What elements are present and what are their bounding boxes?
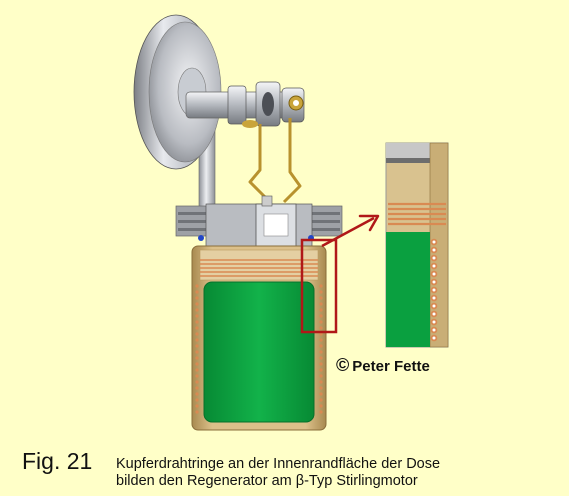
displacer (203, 281, 315, 423)
inset-dot (430, 326, 438, 334)
coil-dot (319, 374, 323, 378)
coil-dot (195, 404, 199, 408)
coil-dot (319, 296, 323, 300)
coil-dot (319, 338, 323, 342)
coil-dot (319, 302, 323, 306)
caption-line-1: Kupferdrahtringe an der Innenrandfläche … (116, 456, 441, 472)
coil-dot (195, 392, 199, 396)
inset-dot (430, 254, 438, 262)
figure-caption: Kupferdrahtringe an der Innenrandfläche … (116, 456, 440, 490)
coil-dot (319, 314, 323, 318)
coil-dot (195, 350, 199, 354)
inset-dot (430, 294, 438, 302)
inset-dot (430, 262, 438, 270)
copyright-author: Peter Fette (352, 358, 430, 375)
o-ring-left (198, 235, 204, 241)
coil-dot (195, 386, 199, 390)
coil-dot (195, 374, 199, 378)
coil-dot (319, 398, 323, 402)
inset-dot (430, 334, 438, 342)
coil-dot (319, 404, 323, 408)
coil-dot (319, 356, 323, 360)
connecting-rods (248, 118, 302, 204)
highlight-rectangle (300, 238, 338, 334)
inset-dot (430, 270, 438, 278)
can-cylinder (191, 245, 327, 431)
zoom-arrow (321, 214, 380, 248)
coil-dot (195, 326, 199, 330)
coil-dot (195, 380, 199, 384)
crankshaft (185, 81, 305, 128)
coil-dot (319, 308, 323, 312)
wall-coil-dots-right (319, 284, 323, 414)
coil-dot (319, 350, 323, 354)
coil-dot (319, 344, 323, 348)
power-piston (255, 195, 297, 247)
coil-dot (195, 308, 199, 312)
inset-dot (430, 286, 438, 294)
coil-dot (195, 296, 199, 300)
copyright-notice: ©Peter Fette (336, 355, 430, 376)
coil-dot (195, 398, 199, 402)
coil-dot (195, 356, 199, 360)
inset-wall-dots (430, 238, 438, 342)
inset-dot (430, 310, 438, 318)
coil-dot (195, 338, 199, 342)
coil-dot (195, 314, 199, 318)
coil-dot (319, 284, 323, 288)
zoom-inset (385, 142, 449, 348)
figure-number: Fig. 21 (22, 448, 93, 474)
coil-dot (195, 284, 199, 288)
inset-dot (430, 318, 438, 326)
caption-line-2: bilden den Regenerator am β-Typ Stirling… (116, 473, 418, 489)
coil-dot (319, 392, 323, 396)
coil-dot (195, 362, 199, 366)
coil-dot (319, 320, 323, 324)
wall-coil-dots-left (195, 284, 199, 414)
copper-regenerator-rings (200, 259, 318, 277)
coil-dot (195, 410, 199, 414)
copyright-symbol: © (336, 355, 350, 375)
coil-dot (195, 332, 199, 336)
coil-dot (319, 326, 323, 330)
coil-dot (319, 362, 323, 366)
coil-dot (319, 380, 323, 384)
inset-dot (430, 246, 438, 254)
coil-dot (319, 410, 323, 414)
coil-dot (195, 320, 199, 324)
coil-dot (195, 290, 199, 294)
inset-copper-rings (388, 202, 446, 226)
coil-dot (319, 368, 323, 372)
coil-dot (195, 344, 199, 348)
coil-dot (319, 386, 323, 390)
inset-dot (430, 278, 438, 286)
coil-dot (195, 302, 199, 306)
coil-dot (319, 290, 323, 294)
inset-dot (430, 238, 438, 246)
coil-dot (195, 368, 199, 372)
inset-dot (430, 302, 438, 310)
